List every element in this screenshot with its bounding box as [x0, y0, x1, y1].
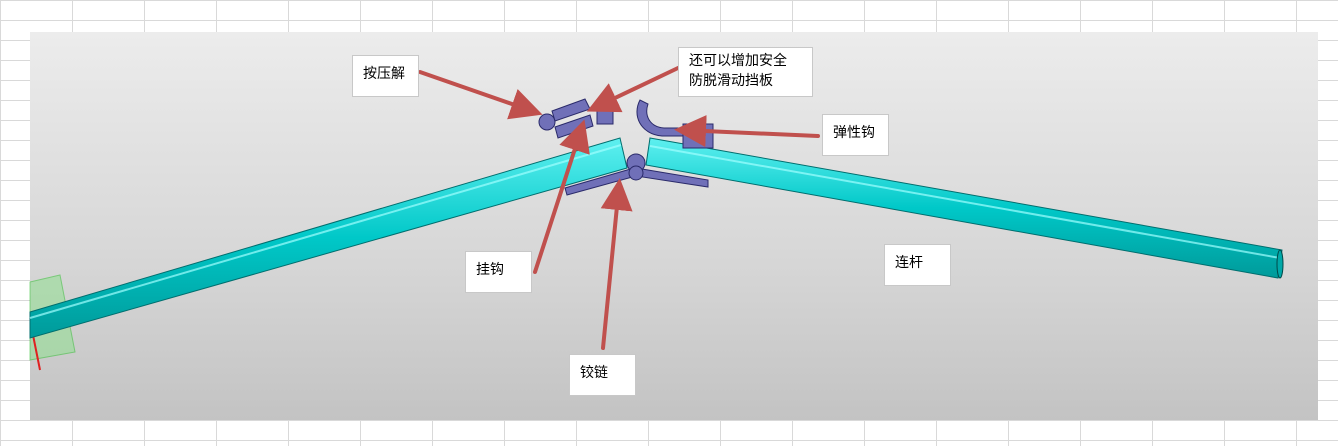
right-rod: [645, 137, 1283, 279]
elastic-hook-part: [636, 99, 714, 149]
annotation-arrows: [418, 66, 820, 350]
callout-hinge: 铰链: [569, 354, 636, 396]
callout-press-release: 按压解: [352, 55, 419, 97]
left-rod: [29, 137, 628, 339]
callout-connecting-rod: 连杆: [884, 244, 951, 286]
callout-elastic-hook-text: 弹性钩: [833, 125, 875, 141]
hinge-part: [564, 153, 709, 196]
callout-safety-plate-line2: 防脱滑动挡板: [689, 73, 773, 89]
callout-hinge-text: 铰链: [580, 365, 608, 381]
arrow-hook: [533, 119, 590, 274]
callout-hook: 挂钩: [465, 251, 532, 293]
callout-hook-text: 挂钩: [476, 262, 504, 278]
arrow-safety-plate: [586, 66, 680, 113]
arrow-hinge: [600, 178, 633, 350]
callout-press-release-text: 按压解: [363, 66, 405, 82]
arrow-press-release: [418, 70, 543, 120]
arrow-elastic-hook: [674, 115, 820, 148]
callout-connecting-rod-text: 连杆: [895, 255, 923, 271]
callout-safety-plate: 还可以增加安全 防脱滑动挡板: [678, 47, 813, 97]
callout-elastic-hook: 弹性钩: [822, 114, 889, 156]
callout-safety-plate-line1: 还可以增加安全: [689, 53, 787, 69]
